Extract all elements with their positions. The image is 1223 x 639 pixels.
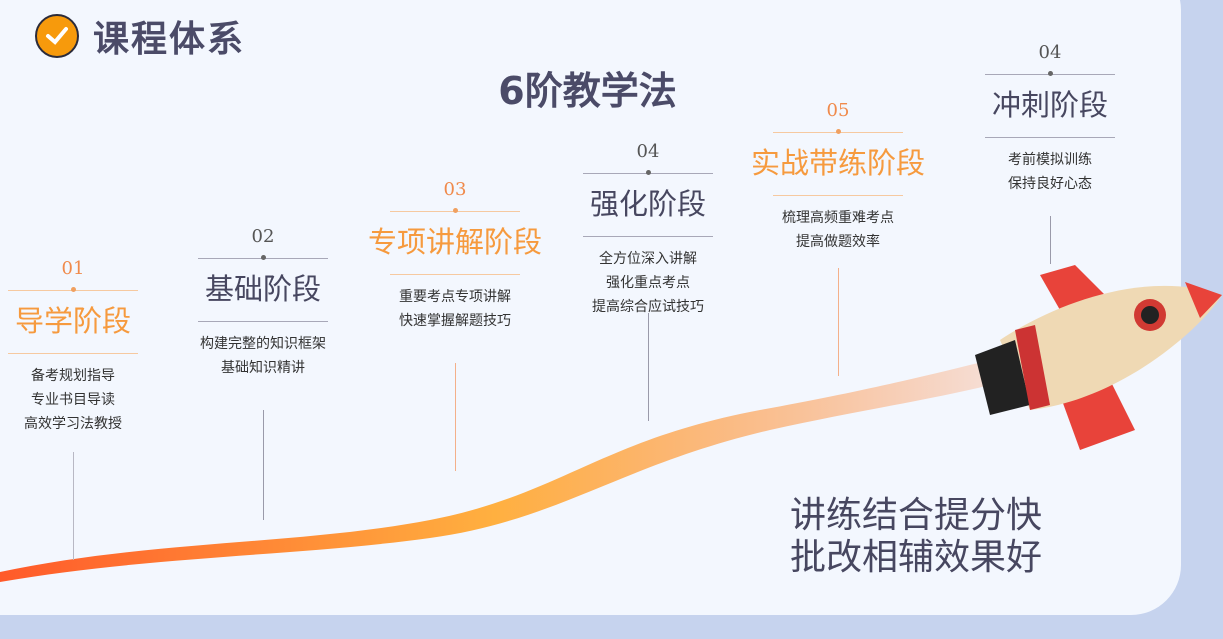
divider: [198, 321, 328, 322]
stage-4: 04 强化阶段 全方位深入讲解 强化重点考点 提高综合应试技巧: [578, 141, 718, 421]
stage-title: 专项讲解阶段: [367, 225, 542, 259]
slogan-line: 批改相辅效果好: [790, 537, 1043, 578]
divider: [390, 208, 520, 213]
stage-title: 基础阶段: [204, 272, 321, 306]
connector-line: [1049, 216, 1051, 264]
stage-6: 04 冲刺阶段 考前模拟训练 保持良好心态: [980, 42, 1120, 264]
divider: [985, 71, 1115, 76]
stage-title: 实战带练阶段: [750, 146, 925, 180]
trail: [0, 360, 990, 582]
desc-line: 基础知识精讲: [221, 360, 305, 376]
method-title: 6阶教学法: [498, 69, 677, 113]
connector-line: [72, 452, 74, 560]
desc-line: 构建完整的知识框架: [200, 336, 326, 352]
stage-number: 04: [636, 141, 660, 162]
desc-line: 提高综合应试技巧: [592, 299, 704, 315]
divider: [583, 170, 713, 175]
stage-2: 02 基础阶段 构建完整的知识框架 基础知识精讲: [193, 226, 333, 520]
stage-number: 05: [826, 100, 850, 121]
stage-3: 03 专项讲解阶段 重要考点专项讲解 快速掌握解题技巧: [368, 179, 542, 471]
divider: [583, 236, 713, 237]
stage-number: 03: [443, 179, 467, 200]
divider: [773, 195, 903, 196]
section-title: 课程体系: [93, 19, 246, 60]
stage-description: 构建完整的知识框架 基础知识精讲: [153, 332, 373, 380]
stage-1: 01 导学阶段 备考规划指导 专业书目导读 高效学习法教授: [3, 258, 143, 560]
divider: [198, 255, 328, 260]
stage-description: 重要考点专项讲解 快速掌握解题技巧: [345, 285, 565, 333]
divider: [390, 274, 520, 275]
stage-title: 冲刺阶段: [991, 88, 1108, 122]
connector-line: [837, 268, 839, 376]
connector-line: [262, 410, 264, 520]
desc-line: 强化重点考点: [606, 275, 690, 291]
stage-title: 导学阶段: [14, 304, 131, 338]
stage-number: 02: [251, 226, 275, 247]
desc-line: 快速掌握解题技巧: [399, 313, 511, 329]
connector-line: [454, 363, 456, 471]
desc-line: 高效学习法教授: [24, 416, 122, 432]
check-circle-icon: [35, 14, 79, 58]
rocket-icon: [975, 265, 1222, 450]
desc-line: 备考规划指导: [31, 368, 115, 384]
stage-title: 强化阶段: [589, 187, 706, 221]
divider: [773, 129, 903, 134]
desc-line: 梳理高频重难考点: [782, 210, 894, 226]
stage-number: 01: [61, 258, 85, 279]
stage-description: 备考规划指导 专业书目导读 高效学习法教授: [0, 364, 183, 436]
divider: [8, 353, 138, 354]
desc-line: 重要考点专项讲解: [399, 289, 511, 305]
desc-line: 提高做题效率: [796, 234, 880, 250]
slogan-line: 讲练结合提分快: [790, 495, 1043, 536]
desc-line: 保持良好心态: [1008, 176, 1092, 192]
stage-description: 梳理高频重难考点 提高做题效率: [728, 206, 948, 254]
divider: [8, 287, 138, 292]
stage-number: 04: [1038, 42, 1062, 63]
connector-line: [647, 313, 649, 421]
desc-line: 考前模拟训练: [1008, 152, 1092, 168]
stage-5: 05 实战带练阶段 梳理高频重难考点 提高做题效率: [751, 100, 925, 376]
stage-description: 全方位深入讲解 强化重点考点 提高综合应试技巧: [538, 247, 758, 319]
slogan: 讲练结合提分快 批改相辅效果好: [790, 495, 1042, 579]
desc-line: 专业书目导读: [31, 392, 115, 408]
stage-description: 考前模拟训练 保持良好心态: [940, 148, 1160, 196]
divider: [985, 137, 1115, 138]
content-card: [0, 0, 1181, 615]
section-header: 课程体系: [35, 10, 245, 62]
desc-line: 全方位深入讲解: [599, 251, 697, 267]
